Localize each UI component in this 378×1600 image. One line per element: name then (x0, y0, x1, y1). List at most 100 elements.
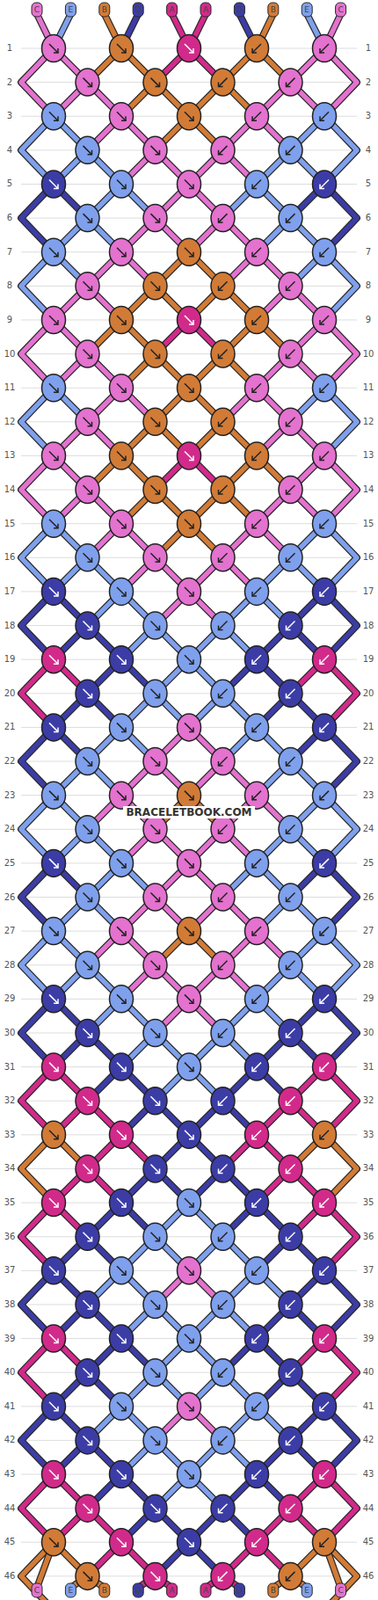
knot-arrow (151, 145, 160, 155)
knot (312, 238, 337, 266)
knot-arrow (83, 349, 93, 359)
knot-arrow-head (155, 1236, 160, 1242)
knot-arrow (83, 417, 93, 427)
knot-arrow-head (218, 1032, 224, 1038)
knot-arrow (49, 179, 59, 189)
knot-arrow (286, 1367, 296, 1377)
knot (245, 509, 269, 538)
knot-arrow-head (286, 693, 291, 698)
knot-arrow (252, 722, 262, 732)
knot (312, 1324, 337, 1353)
knot-arrow (184, 450, 194, 460)
knot (143, 748, 168, 776)
knot-arrow (184, 994, 194, 1004)
knot (42, 781, 66, 809)
knot (177, 985, 202, 1013)
knot (312, 713, 337, 742)
knot-arrow (151, 1300, 160, 1309)
knot-arrow-head (319, 48, 325, 53)
row-guide (21, 828, 357, 830)
knot-arrow-head (87, 1236, 93, 1242)
row-number: 13 (4, 450, 16, 460)
row-number: 4 (7, 145, 13, 155)
row-number: 32 (363, 1096, 375, 1105)
knot (109, 442, 134, 470)
knot-arrow (49, 450, 59, 460)
knot-arrow-head (319, 1202, 325, 1207)
knot-arrow (83, 756, 93, 766)
knot-arrow (286, 1096, 296, 1105)
knot-arrow (116, 587, 126, 597)
knot-arrow-head (87, 965, 93, 970)
row-guide (21, 1372, 357, 1374)
knot (143, 1222, 168, 1251)
row-guides (21, 48, 357, 1577)
knot-arrow (116, 43, 126, 53)
knot-arrow (252, 1334, 262, 1344)
knot (109, 1120, 134, 1149)
knot-arrow (286, 621, 296, 631)
knot-arrow (252, 383, 262, 393)
knot (177, 1053, 202, 1081)
knot (75, 1426, 100, 1454)
knot-arrow-head (121, 998, 126, 1004)
knot (245, 713, 269, 742)
knot-arrow (49, 315, 59, 325)
knot-arrow-head (189, 1134, 194, 1140)
row-number: 2 (7, 78, 13, 88)
knot-arrow (286, 824, 296, 834)
string-tab (99, 1583, 110, 1598)
row-number: 19 (363, 654, 375, 664)
knot (278, 1155, 303, 1183)
knot (278, 272, 303, 300)
knot (312, 1120, 337, 1149)
knot-arrow (83, 78, 93, 88)
knot-arrow-head (252, 455, 257, 460)
knot-arrow (184, 587, 194, 597)
string-letter: B (101, 6, 108, 15)
knot (210, 1562, 235, 1590)
row-number: 28 (363, 960, 375, 970)
knot (312, 374, 337, 402)
knot (245, 1528, 269, 1556)
knot (177, 238, 202, 266)
knot-arrow (83, 1163, 93, 1173)
knot (42, 305, 66, 334)
knot-arrow-head (121, 387, 126, 393)
knot (109, 1528, 134, 1556)
knot-arrow (184, 1130, 194, 1140)
knot-arrow (286, 281, 296, 291)
knot-arrow (184, 654, 194, 664)
knot (278, 1494, 303, 1522)
knot-arrow-head (286, 557, 291, 562)
knot-arrow (116, 450, 126, 460)
knot (210, 1359, 235, 1387)
knot-arrow (151, 1504, 160, 1513)
knot-arrow-head (252, 319, 257, 325)
knot-arrow (116, 179, 126, 189)
knot-arrow-head (319, 659, 325, 664)
knot (109, 102, 134, 131)
knot-arrow (218, 824, 228, 834)
knot-arrow-head (252, 726, 257, 732)
row-number: 16 (363, 552, 375, 562)
knot-arrow-head (53, 387, 59, 393)
knot (177, 442, 202, 470)
knot (278, 748, 303, 776)
knot (177, 170, 202, 198)
knot (75, 1562, 100, 1590)
knot-arrow-head (286, 1168, 291, 1173)
knot-arrow (184, 43, 194, 53)
knot-arrow (252, 926, 262, 936)
knot-arrow (116, 1130, 126, 1140)
knot-arrow-head (218, 1372, 224, 1377)
knot (42, 35, 66, 63)
row-number: 25 (4, 858, 16, 868)
knot-arrow-head (252, 591, 257, 597)
string-tab (132, 1583, 144, 1598)
row-number: 3 (7, 111, 13, 121)
knot-arrow-head (252, 1541, 257, 1547)
knot-arrow (83, 893, 93, 902)
knot-arrow (184, 926, 194, 936)
knot (143, 68, 168, 96)
